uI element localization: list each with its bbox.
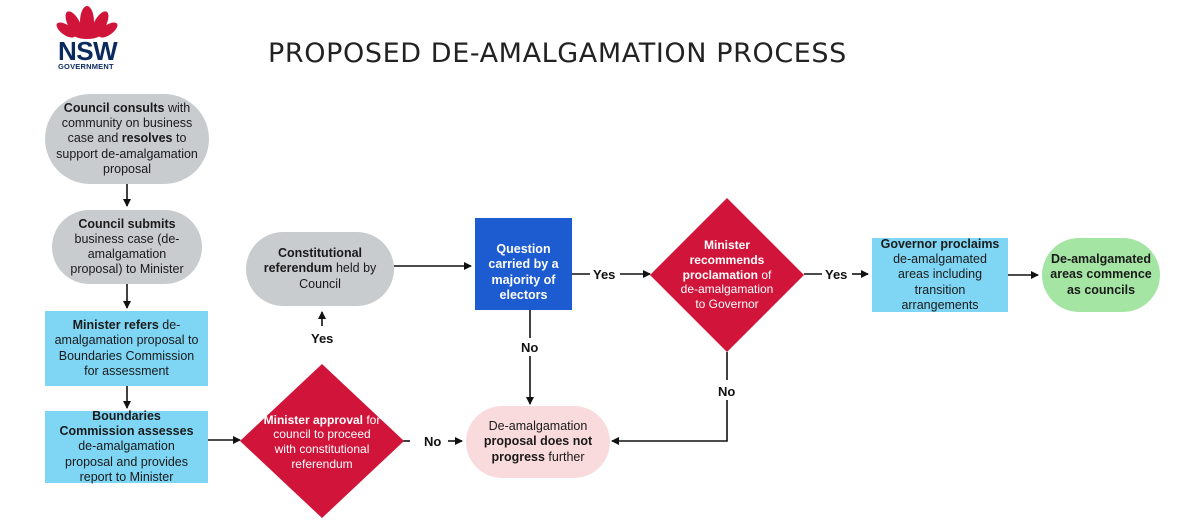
waratah-icon: [56, 6, 118, 39]
step-constitutional-referendum: Constitutional referendum held by Counci…: [246, 232, 394, 306]
label-no-recommend: No: [718, 384, 736, 399]
decision-minister-approval-label: Minister approval for council to proceed…: [263, 412, 381, 471]
label-yes-recommend: Yes: [825, 267, 848, 282]
step-de-amalgamated-areas-commence: De-amalgamated areas commence as council…: [1042, 238, 1160, 312]
label-yes-approval: Yes: [311, 331, 334, 346]
step-governor-proclaims: Governor proclaims de-amalgamated areas …: [872, 237, 1008, 312]
step-council-consults: Council consults with community on busin…: [45, 94, 209, 184]
decision-minister-approval: [240, 364, 404, 518]
step-boundaries-commission-assesses: Boundaries Commission assesses de-amalga…: [45, 409, 208, 484]
label-yes-question: Yes: [593, 267, 616, 282]
label-no-approval: No: [424, 434, 442, 449]
nsw-government-logo: NSW GOVERNMENT: [44, 2, 130, 74]
decision-minister-recommends: [650, 198, 804, 352]
decision-question-carried: Question carried by a majority of electo…: [475, 218, 572, 310]
decision-minister-recommends-label: Minister recommends proclamation of de-a…: [680, 238, 774, 311]
logo-wordmark: NSW: [58, 36, 118, 66]
arrow-recommend-to-stop: [611, 400, 728, 445]
label-no-question: No: [521, 340, 539, 355]
step-council-submits: Council submits business case (de-amalga…: [52, 210, 202, 284]
step-minister-refers: Minister refers de-amalgamation proposal…: [45, 311, 208, 386]
page-title: PROPOSED DE-AMALGAMATION PROCESS: [268, 38, 847, 69]
logo-subtext: GOVERNMENT: [58, 62, 114, 71]
step-proposal-does-not-progress: De-amalgamation proposal does not progre…: [466, 406, 610, 478]
